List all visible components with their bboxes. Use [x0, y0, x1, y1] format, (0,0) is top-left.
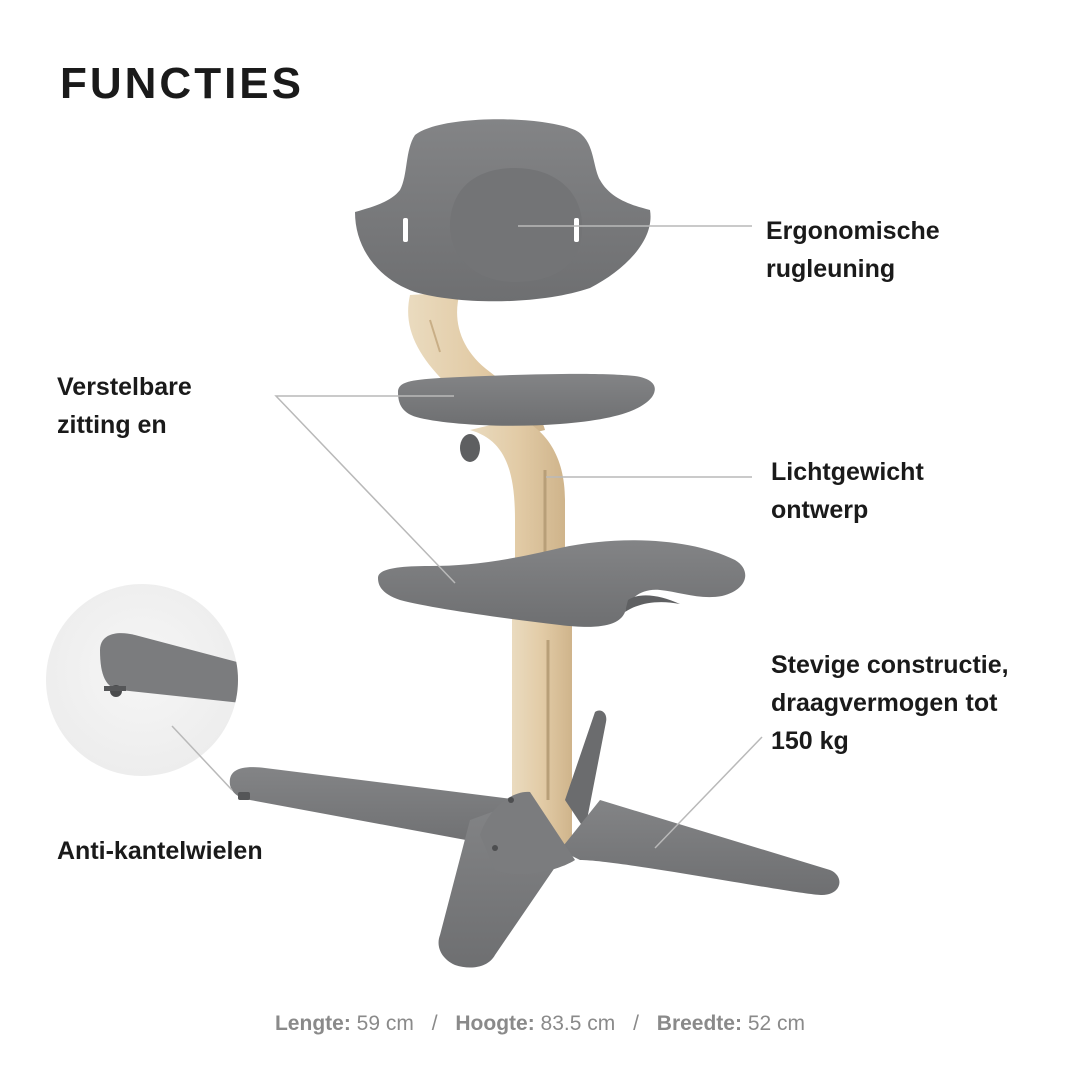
height-label: Hoogte: — [455, 1012, 535, 1035]
leader-seat — [274, 395, 456, 584]
wooden-spine-middle — [470, 418, 565, 560]
feature-label-line: Anti-kantelwielen — [57, 837, 263, 865]
feature-ergonomic-backrest: Ergonomische rugleuning — [766, 212, 940, 288]
base-leg-right — [560, 800, 840, 895]
dimension-separator: / — [633, 1012, 639, 1035]
length-label: Lengte: — [274, 1012, 351, 1035]
width-value: 52 cm — [747, 1012, 806, 1035]
feature-lightweight-design: Lichtgewicht ontwerp — [771, 453, 924, 529]
dimensions-footer: Lengte: 59 cm / Hoogte: 83.5 cm / Breedt… — [0, 1012, 1080, 1036]
feature-sturdy-construction: Stevige constructie, draagvermogen tot 1… — [771, 646, 1009, 760]
base-leg-left — [229, 767, 521, 850]
leader-sturdy — [654, 736, 763, 849]
upper-seat — [398, 373, 655, 426]
adjust-knob — [460, 434, 480, 462]
feature-label-line: rugleuning — [766, 255, 896, 283]
feature-label-line: Verstelbare — [57, 373, 192, 401]
page-title: FUNCTIES — [60, 59, 304, 108]
feature-label-line: Ergonomische — [766, 217, 940, 245]
length-value: 59 cm — [356, 1012, 414, 1035]
feature-label-line: ontwerp — [771, 496, 869, 524]
base-hub — [480, 791, 575, 875]
feature-adjustable-seat: Verstelbare zitting en — [57, 368, 192, 444]
feature-label-line: 150 kg — [771, 727, 849, 755]
feature-label-line: zitting en — [57, 411, 167, 439]
feature-anti-tip-wheels: Anti-kantelwielen — [57, 832, 263, 870]
feature-label-line: Lichtgewicht — [771, 458, 924, 486]
dimension-separator: / — [431, 1012, 438, 1035]
feature-label-line: draagvermogen tot — [771, 689, 998, 717]
base-leg-back — [565, 710, 607, 830]
leader-wheels — [171, 725, 233, 791]
width-label: Breedte: — [656, 1012, 742, 1035]
feature-label-line: Stevige constructie, — [771, 651, 1009, 679]
height-value: 83.5 cm — [540, 1012, 616, 1035]
lower-seat — [378, 540, 746, 627]
